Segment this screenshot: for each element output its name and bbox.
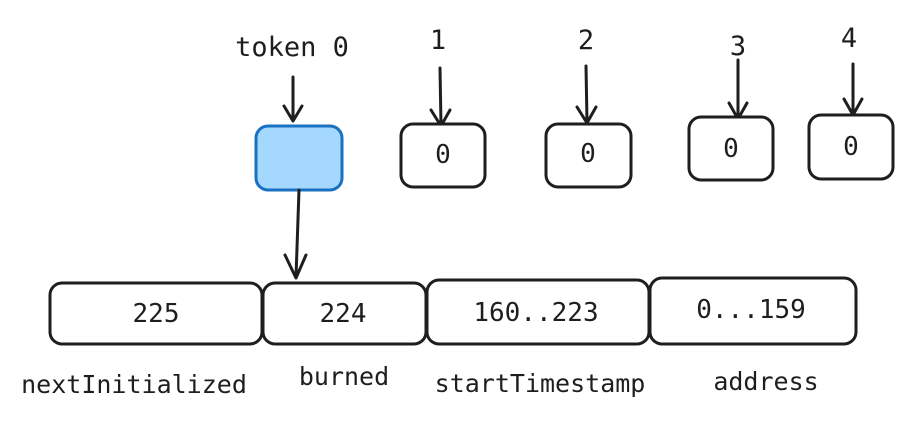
slot-3-label: 3 [730,31,746,62]
slot-2-label: 2 [578,25,594,56]
bitfield-address-value: 0...159 [696,295,806,325]
slot-3-value: 0 [723,134,739,164]
slot-4-value: 0 [843,132,859,162]
slot-4-label: 4 [841,23,857,54]
slot-1-value: 0 [435,140,451,170]
bitfield-burned-value: 224 [320,299,367,329]
bitfield-burned-box: 224 [261,281,428,346]
slot-4-box: 0 [807,113,895,181]
bitfield-start-timestamp-value: 160..223 [473,298,598,328]
bitfield-next-initialized-name: nextInitialized [21,370,247,399]
bitfield-start-timestamp-name: startTimestamp [435,369,646,398]
token-0-arrow [282,75,304,123]
bitfield-address-name: address [713,367,818,396]
token-0-label: token 0 [235,32,349,63]
slot-3-box: 0 [687,115,775,182]
slot-3-arrow [727,58,749,121]
bitfield-address-box: 0...159 [648,276,858,346]
slot-1-arrow [429,66,452,128]
bitfield-burned-name: burned [299,362,389,391]
bitfield-next-initialized-box: 225 [48,281,264,346]
bitfield-next-initialized-value: 225 [133,299,180,329]
slot-1-box: 0 [399,122,487,189]
token-0-box [254,124,344,192]
slot-4-arrow [842,62,864,117]
bitfield-start-timestamp-box: 160..223 [425,278,651,346]
slot-2-arrow [575,64,598,125]
slot-2-box: 0 [544,122,633,189]
slot-1-label: 1 [430,25,446,56]
token-to-bitfield-arrow [283,188,308,280]
slot-2-value: 0 [580,139,596,169]
